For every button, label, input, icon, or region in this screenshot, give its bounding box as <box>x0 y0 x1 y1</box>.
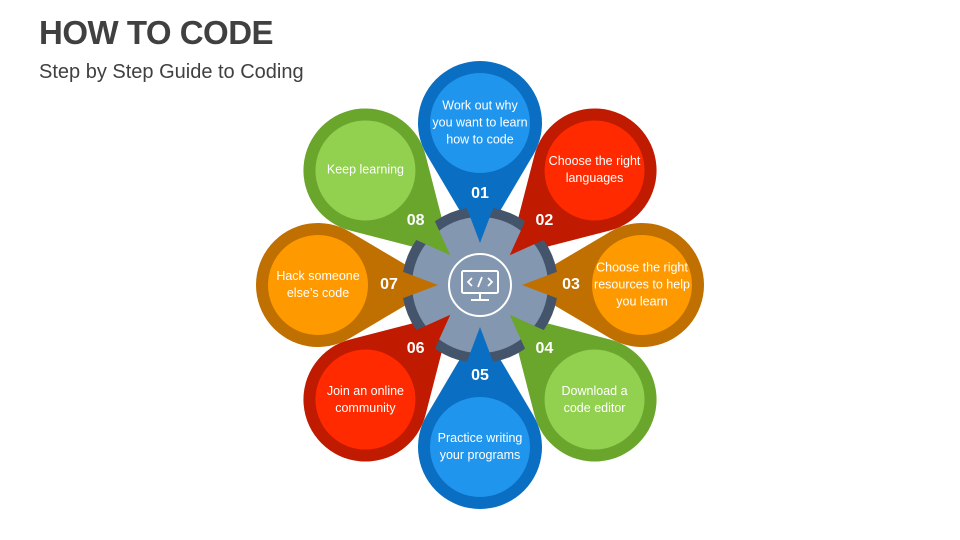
step-number: 04 <box>535 340 554 358</box>
petal-inner-circle <box>430 397 530 497</box>
step-number: 03 <box>562 276 580 293</box>
step-number: 06 <box>406 340 425 358</box>
step-number: 05 <box>471 367 489 384</box>
step-text: Keep learning <box>326 162 405 177</box>
step-text: Download a code editor <box>561 383 628 415</box>
petal-inner-circle <box>268 235 368 335</box>
petal-inner-circle <box>315 349 416 450</box>
step-petal-05 <box>418 325 542 510</box>
petal-tip <box>385 265 438 305</box>
step-number: 02 <box>535 211 554 229</box>
petal-tip <box>398 314 451 367</box>
step-text: Choose the right languages <box>548 154 641 186</box>
step-petal-03 <box>520 223 705 347</box>
step-text: Join an online community <box>326 383 405 415</box>
step-number: 01 <box>471 185 489 202</box>
step-text: Choose the right resources to help you l… <box>594 260 690 309</box>
code-monitor-icon <box>448 253 512 317</box>
petal-inner-circle <box>544 120 645 221</box>
step-number: 07 <box>380 276 398 293</box>
petal-inner-circle <box>544 349 645 450</box>
petal-tip <box>398 203 451 256</box>
step-number: 08 <box>406 211 425 229</box>
step-petal-01 <box>418 60 542 245</box>
step-text: Hack someone else’s code <box>276 269 360 300</box>
petal-inner-circle <box>315 120 416 221</box>
petal-inner-circle <box>430 73 530 173</box>
petal-tip <box>460 190 500 243</box>
step-text: Practice writing your programs <box>437 431 523 462</box>
petal-inner-circle <box>592 235 692 335</box>
petal-tip <box>522 265 575 305</box>
petal-tip <box>509 314 562 367</box>
step-petal-07 <box>255 223 440 347</box>
step-text: Work out why you want to learn how to co… <box>432 98 528 147</box>
petal-tip <box>509 203 562 256</box>
petal-tip <box>460 327 500 380</box>
page-subtitle: Step by Step Guide to Coding <box>39 61 304 83</box>
page-title: HOW TO CODE <box>39 14 274 51</box>
